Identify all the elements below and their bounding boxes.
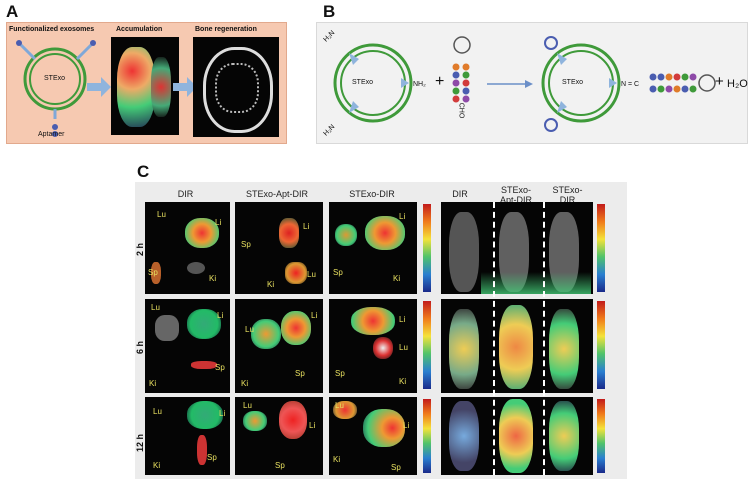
organ-label: Li bbox=[309, 421, 315, 430]
mouse-image bbox=[441, 202, 593, 294]
organ-label: Ki bbox=[153, 461, 160, 470]
organ-label: Ki bbox=[241, 379, 248, 388]
organ-label: Ki bbox=[333, 455, 340, 464]
mouse-image bbox=[441, 299, 593, 393]
organ-label: Ki bbox=[399, 377, 406, 386]
organ-image: Lu Li Ki Sp bbox=[145, 397, 230, 475]
organ-label: Sp bbox=[295, 369, 305, 378]
arrow-icon bbox=[87, 77, 113, 97]
plus-sign-2: + bbox=[715, 73, 724, 90]
colorbar bbox=[423, 399, 431, 473]
colorbar bbox=[597, 399, 605, 473]
stexo-right-icon bbox=[535, 33, 635, 137]
stexo-left-icon bbox=[327, 33, 427, 137]
organ-image: Lu Li Sp Ki bbox=[145, 299, 230, 393]
stexo-label-a: STExo bbox=[44, 75, 65, 82]
col-header-stexo-dir: STExo-DIR bbox=[327, 189, 417, 199]
organ-label: Lu bbox=[399, 343, 408, 352]
organ-label: Ki bbox=[149, 379, 156, 388]
organ-label: Li bbox=[311, 311, 317, 320]
organ-label: Lu bbox=[151, 303, 160, 312]
linkage-label: N = C bbox=[621, 81, 639, 88]
divider-dashed bbox=[543, 202, 545, 475]
caption-functionalized-exosomes: Functionalized exosomes bbox=[9, 26, 94, 33]
colorbar bbox=[597, 204, 605, 292]
organ-label: Sp bbox=[333, 268, 343, 277]
organ-label: Li bbox=[217, 311, 223, 320]
organ-label: Lu bbox=[243, 401, 252, 410]
water-label: H₂O bbox=[727, 78, 748, 90]
panel-b-box: STExo NH₂ H₂N H₂N + CHO STExo N = C + H₂… bbox=[316, 22, 748, 144]
stexo-label-b-left: STExo bbox=[352, 79, 373, 86]
organ-label: Sp bbox=[207, 453, 217, 462]
organ-label: Sp bbox=[275, 461, 285, 470]
organ-label: Ki bbox=[209, 274, 216, 283]
organ-image: Lu Li Sp bbox=[235, 397, 323, 475]
mouse-image bbox=[441, 397, 593, 475]
organ-image: Li Sp Ki Lu bbox=[235, 202, 323, 294]
organ-image: Li Lu Sp Ki bbox=[329, 299, 417, 393]
organ-label: Li bbox=[219, 409, 225, 418]
row-label-6h: 6 h bbox=[135, 341, 145, 354]
col-header-stexo-apt-dir: STExo-Apt-DIR bbox=[232, 189, 322, 199]
organ-label: Li bbox=[399, 315, 405, 324]
organ-label: Ki bbox=[393, 274, 400, 283]
organ-label: Sp bbox=[148, 268, 158, 277]
aptamer-chain-icon bbox=[647, 65, 717, 101]
nh2-label: NH₂ bbox=[413, 81, 426, 88]
organ-image: Lu Li Sp Ki bbox=[235, 299, 323, 393]
organ-label: Lu bbox=[245, 325, 254, 334]
panel-a-letter: A bbox=[6, 2, 18, 22]
organ-image: Lu Li Ki Sp bbox=[329, 397, 417, 475]
colorbar bbox=[423, 301, 431, 389]
organ-label: Sp bbox=[241, 240, 251, 249]
caption-bone-regeneration: Bone regeneration bbox=[195, 26, 257, 33]
reaction-arrow-icon bbox=[487, 79, 533, 89]
accumulation-image bbox=[111, 37, 179, 135]
aptamer-icon bbox=[449, 35, 475, 135]
organ-label: Lu bbox=[335, 401, 344, 410]
row-label-2h: 2 h bbox=[135, 243, 145, 256]
organ-image: Li Sp Ki bbox=[329, 202, 417, 294]
organ-label: Lu bbox=[307, 270, 316, 279]
cho-label: CHO bbox=[457, 103, 464, 119]
organ-label: Ki bbox=[267, 280, 274, 289]
organ-label: Lu bbox=[153, 407, 162, 416]
caption-accumulation: Accumulation bbox=[116, 26, 162, 33]
panel-c-letter: C bbox=[137, 162, 149, 182]
organ-label: Li bbox=[399, 212, 405, 221]
panel-c-box: DIR STExo-Apt-DIR STExo-DIR DIR STExo- A… bbox=[135, 182, 627, 479]
divider-dashed bbox=[493, 202, 495, 475]
stexo-label-b-right: STExo bbox=[562, 79, 583, 86]
plus-sign: + bbox=[435, 73, 444, 91]
organ-label: Li bbox=[403, 421, 409, 430]
colorbar bbox=[423, 204, 431, 292]
panel-b-letter: B bbox=[323, 2, 335, 22]
organ-image: Lu Li Sp Ki bbox=[145, 202, 230, 294]
organ-label: Sp bbox=[215, 363, 225, 372]
aptamer-label: Aptamer bbox=[38, 131, 64, 138]
colorbar bbox=[597, 301, 605, 389]
col-header-dir-mouse: DIR bbox=[440, 189, 480, 199]
panel-a-box: Functionalized exosomes Accumulation Bon… bbox=[6, 22, 287, 144]
organ-label: Sp bbox=[335, 369, 345, 378]
organ-label: Li bbox=[303, 222, 309, 231]
organ-label: Lu bbox=[157, 210, 166, 219]
col-header-dir: DIR bbox=[143, 189, 228, 199]
organ-label: Li bbox=[215, 218, 221, 227]
row-label-12h: 12 h bbox=[135, 434, 145, 452]
organ-label: Sp bbox=[391, 463, 401, 472]
bone-regeneration-image bbox=[193, 37, 279, 137]
